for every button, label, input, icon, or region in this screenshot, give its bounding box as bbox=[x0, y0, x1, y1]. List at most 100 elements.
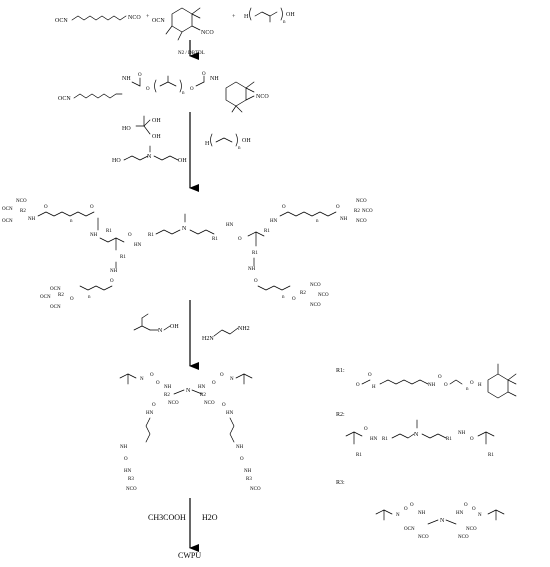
legend-r2-r1-4: R1 bbox=[488, 453, 494, 458]
blocked-o-carbonyl-right: O bbox=[212, 381, 216, 386]
eda-molecule: H2N NH2 bbox=[202, 326, 250, 342]
ppg-bracket-left bbox=[249, 7, 252, 21]
prepolymer-bond-1 bbox=[131, 81, 141, 87]
legend-r3-n-right: N bbox=[478, 513, 482, 518]
branched-n-center: N bbox=[182, 226, 187, 232]
ipdi-methyl-2 bbox=[191, 13, 201, 19]
branched-ocn-ll-3: OCN bbox=[50, 305, 61, 310]
legend-r1-ring bbox=[487, 373, 509, 399]
mdea-right-arm bbox=[153, 155, 179, 161]
branched-o-ll-2: O bbox=[70, 297, 74, 302]
legend-r2-nh: NH bbox=[458, 431, 466, 436]
legend-r3-n-center: N bbox=[440, 518, 445, 524]
prepolymer-ring-methyl-4 bbox=[235, 105, 243, 113]
branched-chain-ll bbox=[79, 285, 113, 291]
branched-nh-ur: NH bbox=[340, 217, 348, 222]
blocked-eda-right bbox=[229, 417, 235, 443]
mekoxime-ethyl-2 bbox=[141, 313, 149, 319]
legend-r1-ring-me-2 bbox=[507, 379, 517, 385]
prepolymer-bracket-right bbox=[179, 79, 182, 93]
mekoxime-molecule: N OH bbox=[133, 313, 179, 334]
branched-r2-ur: R2 bbox=[354, 209, 360, 214]
legend-r2-hn: HN bbox=[370, 437, 378, 442]
branched-r1-left: R1 bbox=[106, 229, 112, 234]
branched-prepolymer: NCO OCN OCN R2 NH O n O NH R1 R1 O HN R1… bbox=[2, 199, 373, 310]
legend-r1-o-1: O bbox=[356, 383, 360, 388]
branched-core-left bbox=[99, 237, 125, 243]
legend-r2-o-1: O bbox=[364, 427, 368, 432]
ppg-n-label: n bbox=[283, 20, 286, 25]
legend-r3-structure: N O O NH OCN NCO N HN O O N NCO NCO bbox=[375, 503, 505, 540]
eda-nh2-label: NH2 bbox=[238, 326, 250, 332]
branched-ocn-ll-2: OCN bbox=[40, 295, 51, 300]
legend-r1-ring-me-1 bbox=[507, 373, 517, 381]
legend-r3-center-left bbox=[427, 519, 439, 525]
branched-o-lr: O bbox=[254, 279, 258, 284]
blocked-hn-arm-left: HN bbox=[146, 411, 154, 416]
blocked-nco-right: NCO bbox=[204, 401, 215, 406]
prepolymer-ocn-label: OCN bbox=[58, 96, 71, 102]
legend-r3-o-left: O bbox=[404, 507, 408, 512]
mekoxime-no bbox=[163, 325, 171, 331]
branched-ocn-ul-2: OCN bbox=[2, 219, 13, 224]
legend-r1-nh: NH bbox=[428, 383, 436, 388]
tmp-bond-2 bbox=[143, 125, 151, 135]
peg-bracket-right bbox=[235, 133, 238, 147]
prepolymer-ring-methyl-3 bbox=[231, 105, 237, 113]
mekoxime-backbone bbox=[133, 325, 151, 331]
tmp-molecule: OH OH HO bbox=[122, 115, 161, 140]
blocked-nco-arm-left: NCO bbox=[126, 487, 137, 492]
legend-r3-o-carbonyl-right: O bbox=[464, 503, 468, 508]
blocked-prepolymer: N O O NH R2 NCO N HN R2 NCO O O N HN O N… bbox=[119, 373, 261, 492]
branched-r1-core-left: R1 bbox=[148, 233, 154, 238]
branched-core-bridge-right bbox=[189, 229, 215, 235]
peg-oh-label: OH bbox=[242, 138, 251, 144]
branched-r2-ul: R2 bbox=[20, 209, 26, 214]
peg-unit bbox=[215, 137, 233, 143]
ipdi-ring bbox=[171, 7, 193, 33]
prepolymer-ring bbox=[225, 81, 247, 107]
branched-o-ur-2: O bbox=[336, 205, 340, 210]
blocked-o-arm-right: O bbox=[222, 403, 226, 408]
ipdi-methyl-4 bbox=[177, 31, 183, 41]
legend-r2-label: R2: bbox=[336, 412, 345, 418]
prepolymer-ester-o-2: O bbox=[190, 87, 194, 92]
blocked-o-urea-right: O bbox=[240, 457, 244, 462]
legend-r3-o-carbonyl-left: O bbox=[410, 503, 414, 508]
ppg-molecule: H n OH bbox=[244, 7, 295, 25]
eda-h2n-label: H2N bbox=[202, 336, 214, 342]
blocked-nh-left: NH bbox=[164, 385, 172, 390]
prepolymer-ester-o-1: O bbox=[146, 87, 150, 92]
prepolymer-n-label: n bbox=[182, 91, 185, 96]
mdea-molecule: HO N OH bbox=[112, 145, 187, 164]
branched-o-ur: O bbox=[282, 205, 286, 210]
legend-r3-o-right: O bbox=[472, 507, 476, 512]
legend-r2-n: N bbox=[414, 432, 419, 438]
hdi-nco-label: NCO bbox=[128, 15, 141, 21]
tmp-bond-1 bbox=[143, 119, 151, 127]
blocked-nh-arm-left: NH bbox=[120, 445, 128, 450]
prepolymer-ppg-unit bbox=[159, 81, 177, 87]
legend: R1: O O H NH O O n O H R2: R1 O H bbox=[336, 363, 517, 540]
legend-r3-nco-left: NCO bbox=[418, 535, 429, 540]
tmp-ho-label: HO bbox=[122, 126, 131, 132]
branched-o-core-right: O bbox=[238, 237, 242, 242]
branched-nco-ul: NCO bbox=[16, 199, 27, 204]
ipdi-methyl-3 bbox=[165, 25, 173, 35]
ipdi-ocn-label: OCN bbox=[152, 18, 165, 24]
legend-r1-o-2: O bbox=[368, 373, 372, 378]
blocked-hn-arm-right: HN bbox=[226, 411, 234, 416]
mdea-ho-label: HO bbox=[112, 158, 121, 164]
prepolymer-carbonyl-o-2: O bbox=[202, 72, 206, 77]
hdi-ocn-label: OCN bbox=[55, 18, 68, 24]
blocked-n-center: N bbox=[186, 388, 191, 394]
branched-o-core-left: O bbox=[128, 233, 132, 238]
legend-r1-structure: O O H NH O O n O H bbox=[356, 363, 517, 399]
prepolymer-ring-ch2 bbox=[245, 95, 255, 101]
peg-h-label: H bbox=[205, 141, 210, 147]
legend-r2-r1-2: R1 bbox=[382, 437, 388, 442]
legend-r1-o-4: O bbox=[444, 383, 448, 388]
legend-r3-n-left: N bbox=[396, 513, 400, 518]
branched-nh-ul: NH bbox=[28, 217, 36, 222]
